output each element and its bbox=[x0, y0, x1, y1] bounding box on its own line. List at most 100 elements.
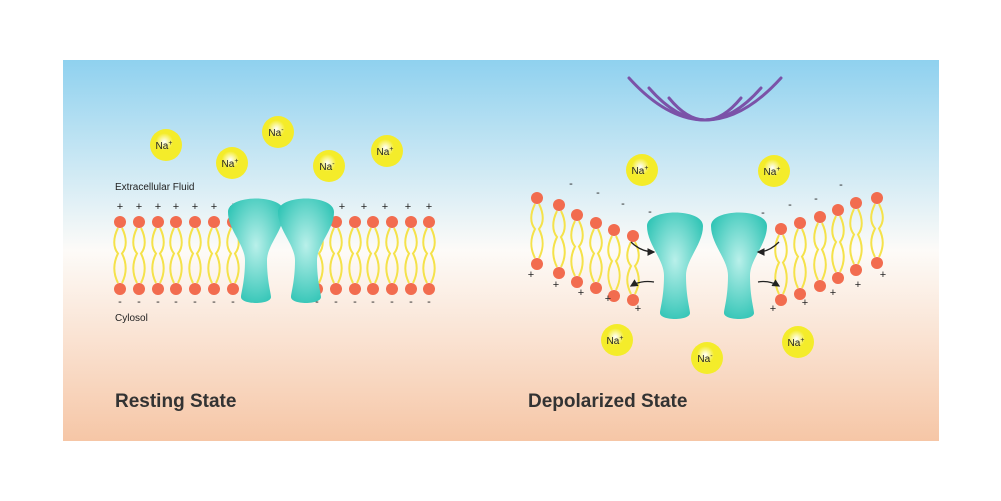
lipid-head bbox=[405, 216, 417, 228]
lipid-head bbox=[627, 230, 639, 242]
negative-charge: - bbox=[761, 207, 765, 219]
lipid-head bbox=[189, 283, 201, 295]
membrane-diagram: ++++++++++++--------------Na+Na-Na+Na-Na… bbox=[63, 60, 939, 441]
negative-charge: - bbox=[788, 199, 792, 211]
lipid-head bbox=[608, 224, 620, 236]
svg-text:Na+: Na+ bbox=[764, 166, 781, 178]
positive-charge: + bbox=[426, 201, 432, 213]
ion-channel-open bbox=[647, 212, 767, 319]
lipid-head bbox=[227, 283, 239, 295]
lipid bbox=[113, 216, 127, 295]
positive-charge: + bbox=[211, 201, 217, 213]
positive-charge: + bbox=[339, 201, 345, 213]
positive-charge: + bbox=[855, 279, 861, 291]
svg-text:Na+: Na+ bbox=[377, 146, 394, 158]
positive-charge: + bbox=[136, 201, 142, 213]
negative-charge: - bbox=[118, 296, 122, 308]
positive-charge: + bbox=[382, 201, 388, 213]
lipid-head bbox=[349, 216, 361, 228]
ion-channel-closed bbox=[228, 198, 334, 303]
positive-charge: + bbox=[361, 201, 367, 213]
positive-charge: + bbox=[635, 303, 641, 315]
lipid bbox=[188, 216, 202, 295]
negative-charge: - bbox=[174, 296, 178, 308]
negative-charge: - bbox=[193, 296, 197, 308]
sodium-ion: Na+ bbox=[601, 324, 633, 356]
lipid-head bbox=[114, 283, 126, 295]
lipid bbox=[132, 216, 146, 295]
lipid-head bbox=[152, 283, 164, 295]
svg-text:Na+: Na+ bbox=[788, 337, 805, 349]
negative-charge: - bbox=[621, 198, 625, 210]
negative-charge: - bbox=[596, 187, 600, 199]
negative-charge: - bbox=[569, 178, 573, 190]
lipid bbox=[348, 216, 362, 295]
lipid bbox=[422, 216, 436, 295]
lipid bbox=[793, 217, 807, 300]
lipid-head bbox=[814, 280, 826, 292]
lipid-head bbox=[386, 216, 398, 228]
channel-right-subunit bbox=[278, 198, 334, 303]
lipid-head bbox=[133, 283, 145, 295]
lipid-head bbox=[367, 283, 379, 295]
lipid-head bbox=[133, 216, 145, 228]
negative-charge: - bbox=[814, 193, 818, 205]
lipid bbox=[366, 216, 380, 295]
lipid-head bbox=[850, 264, 862, 276]
lipid-head bbox=[114, 216, 126, 228]
lipid bbox=[589, 217, 603, 294]
positive-charge: + bbox=[830, 287, 836, 299]
channel-left-subunit bbox=[228, 198, 284, 303]
lipid-head bbox=[553, 199, 565, 211]
sodium-ion: Na+ bbox=[371, 135, 403, 167]
lipid-head bbox=[571, 276, 583, 288]
svg-text:Na-: Na- bbox=[268, 127, 284, 139]
sodium-ion: Na+ bbox=[758, 155, 790, 187]
lipid-head bbox=[814, 211, 826, 223]
wave-signal-icon bbox=[627, 76, 783, 122]
negative-charge: - bbox=[371, 296, 375, 308]
lipid-head bbox=[832, 204, 844, 216]
lipid bbox=[570, 209, 584, 288]
lipid-head bbox=[170, 283, 182, 295]
positive-charge: + bbox=[605, 293, 611, 305]
lipid bbox=[607, 224, 621, 302]
lipid bbox=[813, 211, 827, 292]
positive-charge: + bbox=[192, 201, 198, 213]
depolarized-state-title: Depolarized State bbox=[528, 391, 688, 412]
lipid-head bbox=[590, 282, 602, 294]
lipid-head bbox=[531, 258, 543, 270]
negative-charge: - bbox=[409, 296, 413, 308]
sodium-ion: Na- bbox=[262, 116, 294, 148]
positive-charge: + bbox=[770, 303, 776, 315]
extracellular-fluid-label: Extracellular Fluid bbox=[115, 182, 195, 193]
lipid-head bbox=[367, 216, 379, 228]
positive-charge: + bbox=[173, 201, 179, 213]
lipid bbox=[404, 216, 418, 295]
channel-left-subunit bbox=[647, 212, 703, 319]
background bbox=[63, 60, 939, 441]
lipid bbox=[385, 216, 399, 295]
lipid bbox=[530, 192, 544, 270]
lipid-head bbox=[775, 294, 787, 306]
resting-state-title: Resting State bbox=[115, 391, 237, 412]
sodium-ion: Na+ bbox=[216, 147, 248, 179]
positive-charge: + bbox=[578, 287, 584, 299]
cytosol-label: Cylosol bbox=[115, 313, 148, 324]
lipid-head bbox=[871, 257, 883, 269]
lipid-head bbox=[189, 216, 201, 228]
positive-charge: + bbox=[405, 201, 411, 213]
negative-charge: - bbox=[231, 296, 235, 308]
lipid-head bbox=[423, 216, 435, 228]
sodium-ion: Na+ bbox=[626, 154, 658, 186]
sodium-ion: Na- bbox=[313, 150, 345, 182]
negative-charge: - bbox=[390, 296, 394, 308]
negative-charge: - bbox=[156, 296, 160, 308]
positive-charge: + bbox=[155, 201, 161, 213]
lipid bbox=[151, 216, 165, 295]
lipid bbox=[552, 199, 566, 279]
svg-text:Na-: Na- bbox=[319, 161, 335, 173]
lipid-head bbox=[571, 209, 583, 221]
negative-charge: - bbox=[648, 206, 652, 218]
lipid bbox=[870, 192, 884, 269]
